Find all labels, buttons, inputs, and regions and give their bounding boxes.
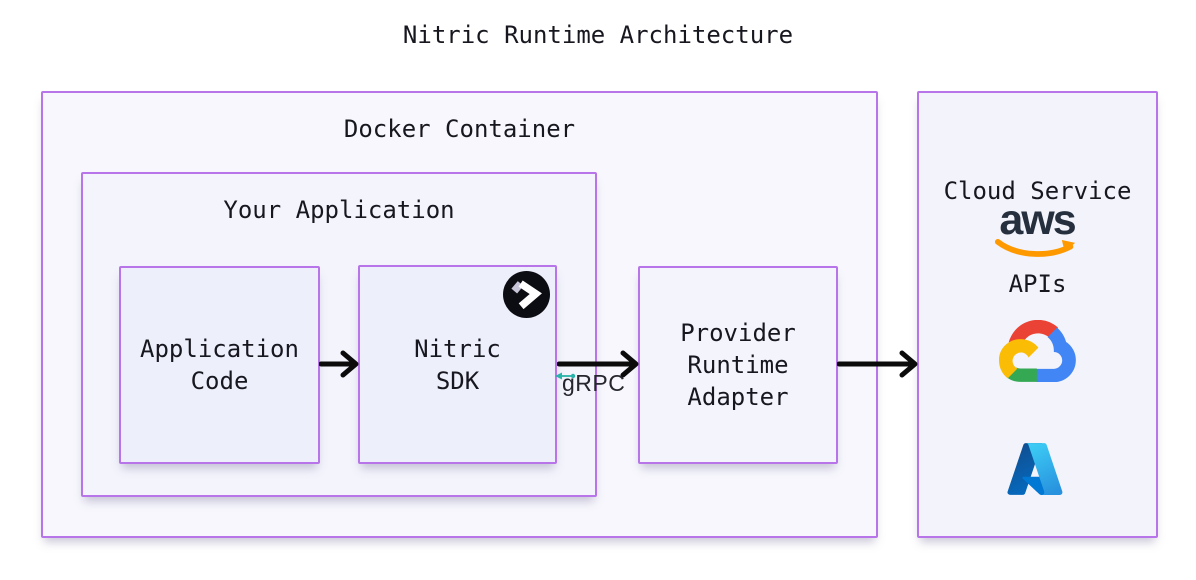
- aws-wordmark: aws: [999, 196, 1076, 244]
- google-cloud-logo-icon: [999, 319, 1076, 386]
- application-code-label-line2: Code: [190, 367, 249, 395]
- your-application-label: Your Application: [223, 196, 455, 224]
- provider-adapter-label-line2: Runtime: [687, 351, 789, 379]
- provider-adapter-label-line3: Adapter: [687, 383, 789, 411]
- application-code-box: Application Code: [119, 266, 320, 464]
- grpc-icon: [555, 366, 577, 385]
- cloud-service-apis-label-line2: APIs: [1008, 270, 1067, 298]
- provider-adapter-label-line1: Provider: [680, 319, 796, 347]
- cloud-service-apis-label-line1: Cloud Service: [943, 177, 1132, 205]
- nitric-logo-icon: [503, 271, 550, 318]
- diagram-title: Nitric Runtime Architecture: [402, 21, 794, 49]
- azure-logo-icon: [1005, 438, 1065, 504]
- nitric-sdk-label-line1: Nitric: [414, 334, 501, 363]
- arrow-app-code-to-sdk: [319, 349, 359, 379]
- arrow-adapter-to-cloud: [837, 349, 918, 379]
- application-code-label-line1: Application: [140, 335, 299, 363]
- nitric-sdk-label-line2: SDK: [435, 366, 480, 395]
- aws-smile-swoosh: [995, 238, 1076, 257]
- provider-runtime-adapter-box: Provider Runtime Adapter: [638, 266, 838, 464]
- aws-logo-icon: aws: [995, 196, 1079, 261]
- docker-container-label: Docker Container: [343, 115, 576, 143]
- cloud-service-apis-label: Cloud Service APIs: [919, 114, 1156, 362]
- arrow-sdk-to-adapter: [557, 349, 639, 379]
